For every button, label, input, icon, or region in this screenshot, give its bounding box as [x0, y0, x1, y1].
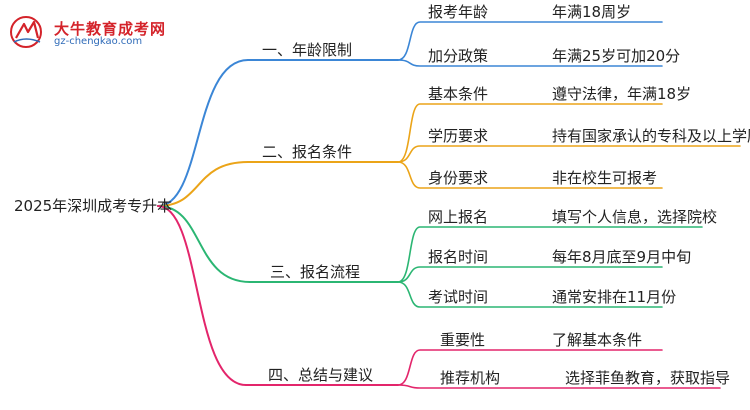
site-logo: 大牛教育成考网 gz-chengkao.com [8, 14, 178, 50]
leaf-value: 持有国家承认的专科及以上学历 [552, 127, 750, 145]
leaf-value: 每年8月底至9月中旬 [552, 248, 692, 266]
leaf-label: 学历要求 [428, 127, 489, 145]
leaf-label: 报考年龄 [428, 3, 489, 21]
branch-connector [157, 205, 247, 386]
branch-connector [157, 205, 251, 283]
leaf-label: 考试时间 [428, 288, 489, 306]
logo-url: gz-chengkao.com [54, 36, 143, 47]
branch-label: 二、报名条件 [262, 143, 353, 161]
logo-title: 大牛教育成考网 [54, 20, 167, 38]
branch-label: 四、总结与建议 [268, 366, 374, 384]
leaf-value: 遵守法律，年满18岁 [552, 85, 692, 103]
leaf-connector [397, 281, 663, 308]
branch-label: 三、报名流程 [270, 263, 361, 281]
leaf-connector [397, 266, 663, 283]
leaf-label: 基本条件 [428, 85, 489, 103]
leaf-value: 年满25岁可加20分 [552, 47, 681, 65]
branch-label: 一、年龄限制 [262, 41, 353, 59]
leaf-value: 非在校生可报考 [552, 169, 658, 187]
leaf-value: 了解基本条件 [552, 331, 643, 349]
branch-connector [157, 59, 249, 207]
leaf-connector [397, 349, 663, 386]
root-topic: 2025年深圳成考专升本 [14, 197, 173, 215]
leaf-value: 年满18周岁 [552, 3, 632, 21]
leaf-label: 身份要求 [428, 169, 489, 187]
branch-connector [157, 161, 249, 207]
leaf-value: 填写个人信息，选择院校 [552, 208, 718, 226]
leaf-label: 网上报名 [428, 208, 489, 226]
leaf-connector [397, 226, 703, 283]
leaf-label: 加分政策 [428, 47, 489, 65]
logo-emblem-icon [10, 16, 42, 48]
leaf-connector [397, 103, 663, 163]
leaf-value: 选择菲鱼教育，获取指导 [565, 369, 731, 387]
leaf-value: 通常安排在11月份 [552, 288, 677, 306]
leaf-connector [397, 21, 663, 61]
leaf-connector [397, 161, 663, 189]
leaf-connector [397, 59, 663, 67]
leaf-connector [397, 145, 741, 163]
leaf-label: 报名时间 [428, 248, 489, 266]
leaf-label: 重要性 [440, 331, 486, 349]
leaf-connector [397, 384, 721, 389]
leaf-label: 推荐机构 [440, 369, 501, 387]
